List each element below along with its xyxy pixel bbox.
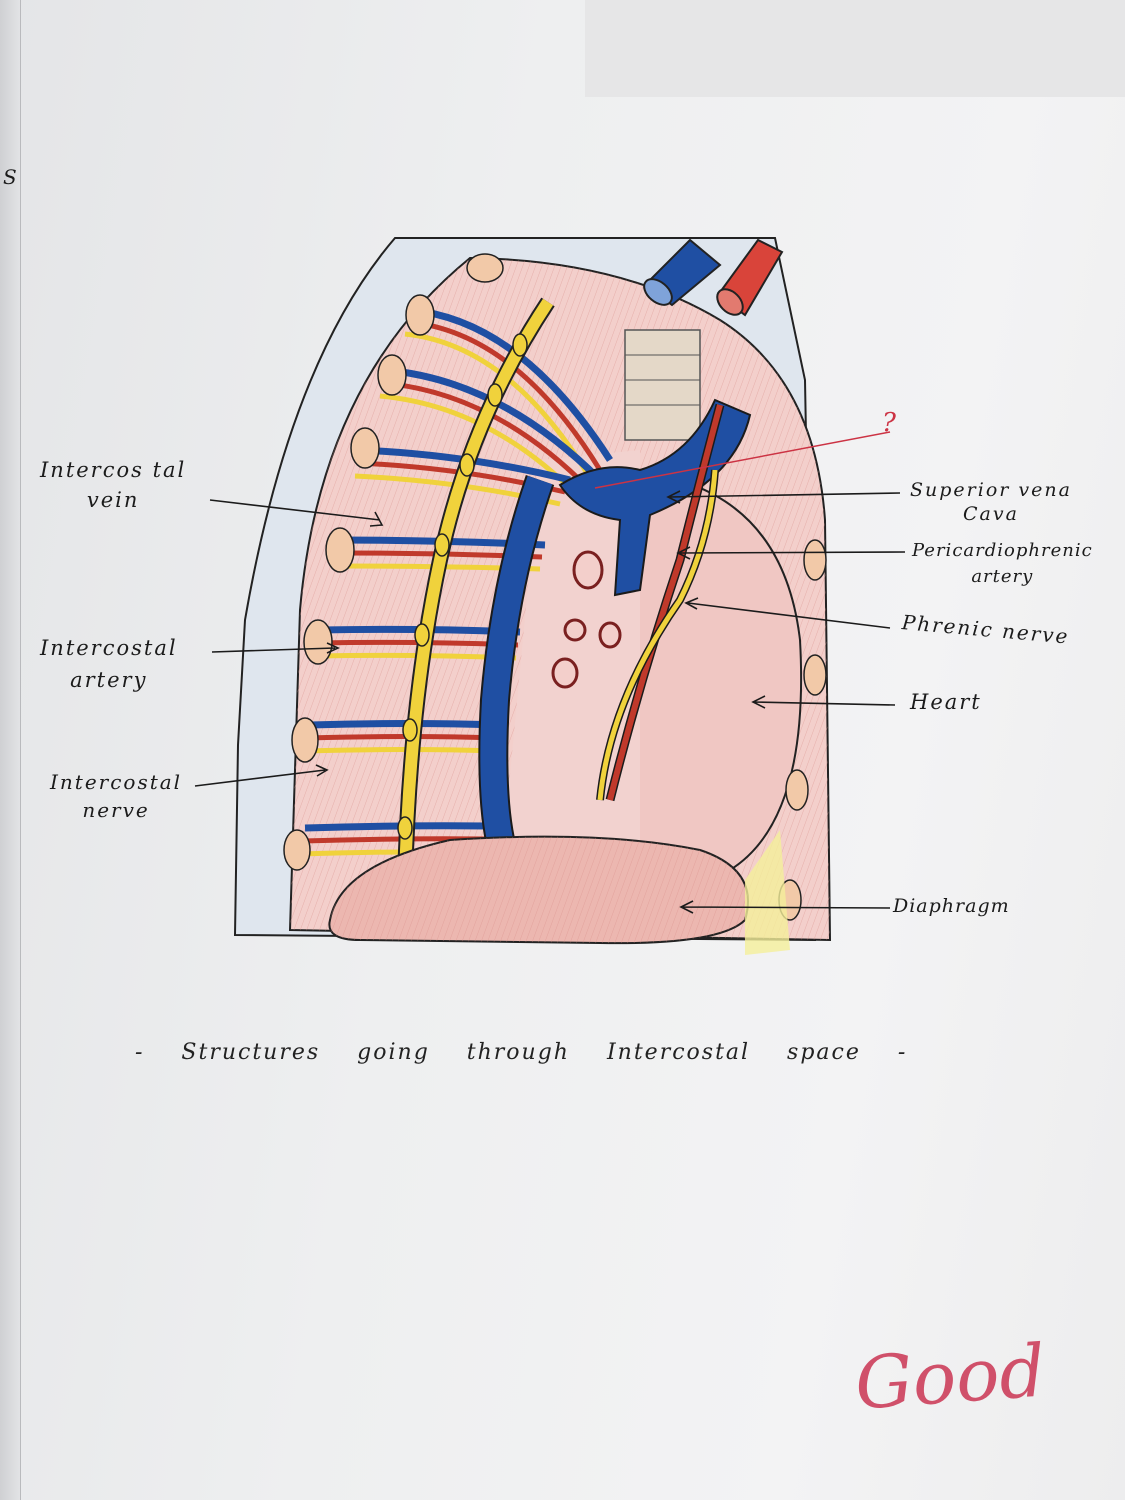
teacher-grade: Good bbox=[852, 1328, 1049, 1426]
label-intercostal-artery-line2: artery bbox=[70, 668, 148, 692]
diagram-caption: - Structures going through Intercostal s… bbox=[135, 1040, 908, 1065]
question-pointer-line bbox=[594, 431, 891, 489]
label-superior-vena-cava-line2: Cava bbox=[963, 503, 1019, 525]
sympathetic-ganglia bbox=[397, 333, 528, 840]
label-question-mark: ? bbox=[882, 408, 898, 438]
rib-heads-right bbox=[778, 539, 827, 921]
label-pericardiophrenic-artery: Pericardiophrenic artery bbox=[912, 538, 1093, 590]
label-intercostal-artery: Intercostal artery bbox=[40, 632, 178, 696]
label-pericardiophrenic-artery-line2: artery bbox=[971, 566, 1034, 587]
rib-heads-left bbox=[283, 253, 504, 871]
label-intercostal-artery-line1: Intercostal bbox=[40, 636, 178, 660]
label-intercostal-nerve-line2: nerve bbox=[82, 798, 150, 822]
trachea bbox=[624, 329, 701, 441]
label-intercostal-vein-line2: vein bbox=[86, 488, 140, 512]
label-intercostal-vein: Intercos tal vein bbox=[40, 455, 186, 515]
label-intercostal-nerve-line1: Intercostal bbox=[50, 770, 183, 794]
label-superior-vena-cava: Superior vena Cava bbox=[910, 478, 1072, 526]
costodiaphragmatic-recess bbox=[745, 830, 790, 955]
pointer-lines bbox=[194, 490, 906, 914]
vessel-cross-sections bbox=[551, 550, 622, 689]
label-intercostal-nerve: Intercostal nerve bbox=[50, 768, 182, 824]
great-vessels bbox=[643, 238, 784, 317]
label-superior-vena-cava-line1: Superior vena bbox=[910, 479, 1072, 501]
page-top-patch bbox=[585, 0, 1125, 97]
label-intercostal-vein-line1: Intercos tal bbox=[40, 458, 187, 482]
margin-mark: S bbox=[3, 165, 17, 189]
label-heart: Heart bbox=[910, 690, 982, 714]
label-pericardiophrenic-artery-line1: Pericardiophrenic bbox=[912, 540, 1093, 561]
left-page-margin bbox=[0, 0, 21, 1500]
label-diaphragm: Diaphragm bbox=[893, 895, 1010, 917]
superior-vena-cava bbox=[558, 398, 752, 597]
